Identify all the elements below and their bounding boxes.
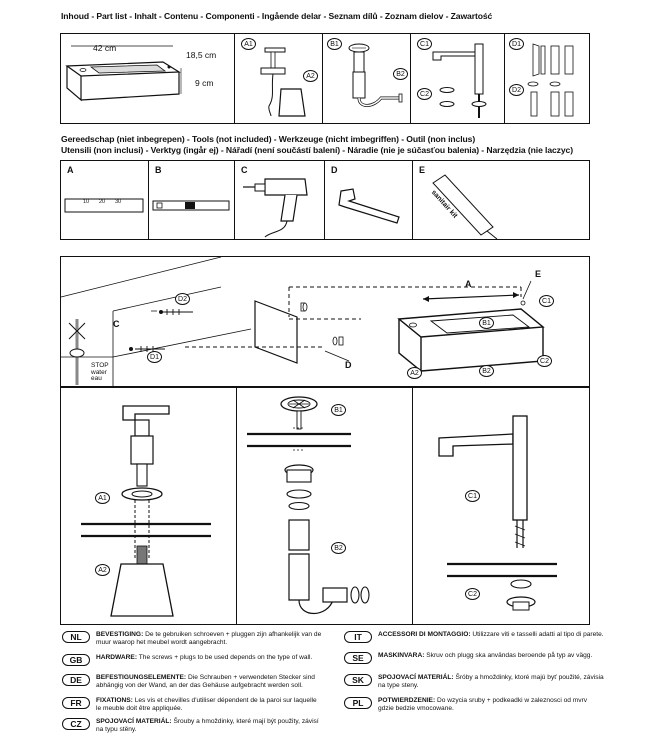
lang-badge-sk: SK xyxy=(344,674,372,686)
lang-gb: GB HARDWARE: The screws + plugs to be us… xyxy=(62,654,322,666)
detail-soap-dispenser: A1 A2 xyxy=(61,388,237,624)
assembly-label-e: E xyxy=(535,269,542,279)
tools-heading-line2: Utensili (non inclusi) - Verktyg (ingår … xyxy=(61,145,573,155)
parts-box: 42 cm 18,5 cm 9 cm A1 A2 B1 B2 xyxy=(60,33,590,124)
assembly-drawing xyxy=(60,256,545,388)
lang-pl: PL POTWIERDZENIE: Do wzycia sruby + podk… xyxy=(344,697,604,713)
ruler-tick-20: 20 xyxy=(99,199,106,205)
assembly-label-c1: C1 xyxy=(539,295,554,307)
detail-label-c1: C1 xyxy=(465,490,480,502)
faucet-detail-drawing xyxy=(438,415,557,611)
detail-faucet: C1 C2 xyxy=(413,388,591,624)
part-faucet: C1 C2 xyxy=(411,34,505,123)
assembly-box: C D2 D1 D A E C1 C2 B1 B2 A2 STOP water … xyxy=(60,256,590,388)
detail-label-b1: B1 xyxy=(331,404,346,416)
screws-drawing xyxy=(527,43,574,117)
tool-letter-e: E xyxy=(419,165,426,175)
lang-nl: NL BEVESTIGING: De te gebruiken schroeve… xyxy=(62,631,322,647)
assembly-label-d2: D2 xyxy=(175,293,190,305)
sealant-tube-icon xyxy=(432,174,498,240)
label-c2: C2 xyxy=(417,88,432,100)
tool-letter-c: C xyxy=(241,165,248,175)
part-sink: 42 cm 18,5 cm 9 cm xyxy=(61,34,235,123)
tools-box: A 10 20 30 B C D E xyxy=(60,160,590,240)
spirit-level-icon xyxy=(152,200,230,211)
drain-detail-drawing xyxy=(247,396,370,614)
ruler-icon xyxy=(64,198,144,213)
lang-badge-se: SE xyxy=(344,652,372,664)
assembly-label-b1: B1 xyxy=(479,317,494,329)
faucet-drawing xyxy=(432,43,487,118)
soap-dispenser-drawing xyxy=(260,47,306,117)
dim-depth: 18,5 cm xyxy=(186,50,217,60)
assembly-label-d1: D1 xyxy=(147,351,162,363)
lang-badge-de: DE xyxy=(62,674,90,686)
tool-letter-a: A xyxy=(67,165,74,175)
assembly-label-d: D xyxy=(345,360,352,370)
label-d2: D2 xyxy=(509,84,524,96)
tool-ruler: A 10 20 30 xyxy=(61,161,149,239)
ruler-tick-30: 30 xyxy=(115,199,122,205)
lang-badge-fr: FR xyxy=(62,697,90,709)
drill-icon xyxy=(243,178,308,238)
lang-sk: SK SPOJOVACÍ MATERIÁL: Šróby a hmoždinky… xyxy=(344,674,604,690)
assembly-label-c: C xyxy=(113,319,120,329)
tool-level: B xyxy=(149,161,235,239)
part-drain: B1 B2 xyxy=(323,34,411,123)
soap-dispenser-detail-drawing xyxy=(81,405,211,617)
lang-cz: CZ SPOJOVACÍ MATERIÁL: Šrouby a hmoždink… xyxy=(62,718,322,734)
tool-drill: C xyxy=(235,161,325,239)
part-soap-dispenser: A1 A2 xyxy=(235,34,323,123)
lang-badge-it: IT xyxy=(344,631,372,643)
detail-label-a1: A1 xyxy=(95,492,110,504)
label-d1: D1 xyxy=(509,38,524,50)
label-a1: A1 xyxy=(241,38,256,50)
detail-label-b2: B2 xyxy=(331,542,346,554)
tools-heading-line1: Gereedschap (niet inbegrepen) - Tools (n… xyxy=(61,134,476,144)
lang-fr: FR FIXATIONS: Les vis et chevilles d'uti… xyxy=(62,697,322,713)
contents-heading: Inhoud - Part list - Inhalt - Contenu - … xyxy=(61,11,493,21)
tool-sanitair-kit: E sanitair kit xyxy=(413,161,591,240)
label-b1: B1 xyxy=(327,38,342,50)
lang-badge-pl: PL xyxy=(344,697,372,709)
detail-label-a2: A2 xyxy=(95,564,110,576)
lang-it: IT ACCESSORI DI MONTAGGIO: Utilizzare vi… xyxy=(344,631,604,643)
label-b2: B2 xyxy=(393,68,408,80)
wrench-icon xyxy=(338,188,400,224)
assembly-label-a: A xyxy=(465,279,472,289)
tool-letter-b: B xyxy=(155,165,162,175)
assembly-label-a2: A2 xyxy=(407,367,422,379)
tool-wrench: D xyxy=(325,161,413,239)
tool-letter-d: D xyxy=(331,165,338,175)
label-c1: C1 xyxy=(417,38,432,50)
part-screws: D1 D2 xyxy=(505,34,591,123)
lang-de: DE BEFESTIGUNGSELEMENTE: Die Schrauben +… xyxy=(62,674,322,690)
dim-length: 42 cm xyxy=(93,43,117,53)
dim-height: 9 cm xyxy=(195,78,214,88)
stop-water-note: STOP water eau xyxy=(91,362,109,382)
drain-drawing xyxy=(348,43,403,107)
detail-drain: B1 B2 xyxy=(237,388,413,624)
label-a2: A2 xyxy=(303,70,318,82)
ruler-tick-10: 10 xyxy=(83,199,90,205)
sink-drawing xyxy=(65,45,182,102)
lang-badge-gb: GB xyxy=(62,654,90,666)
lang-badge-nl: NL xyxy=(62,631,90,643)
lang-badge-cz: CZ xyxy=(62,718,90,730)
lang-se: SE MASKINVARA: Skruv och plugg ska använ… xyxy=(344,652,604,664)
details-box: A1 A2 B1 B2 xyxy=(60,387,590,625)
assembly-label-b2: B2 xyxy=(479,365,494,377)
assembly-label-c2: C2 xyxy=(537,355,552,367)
detail-label-c2: C2 xyxy=(465,588,480,600)
